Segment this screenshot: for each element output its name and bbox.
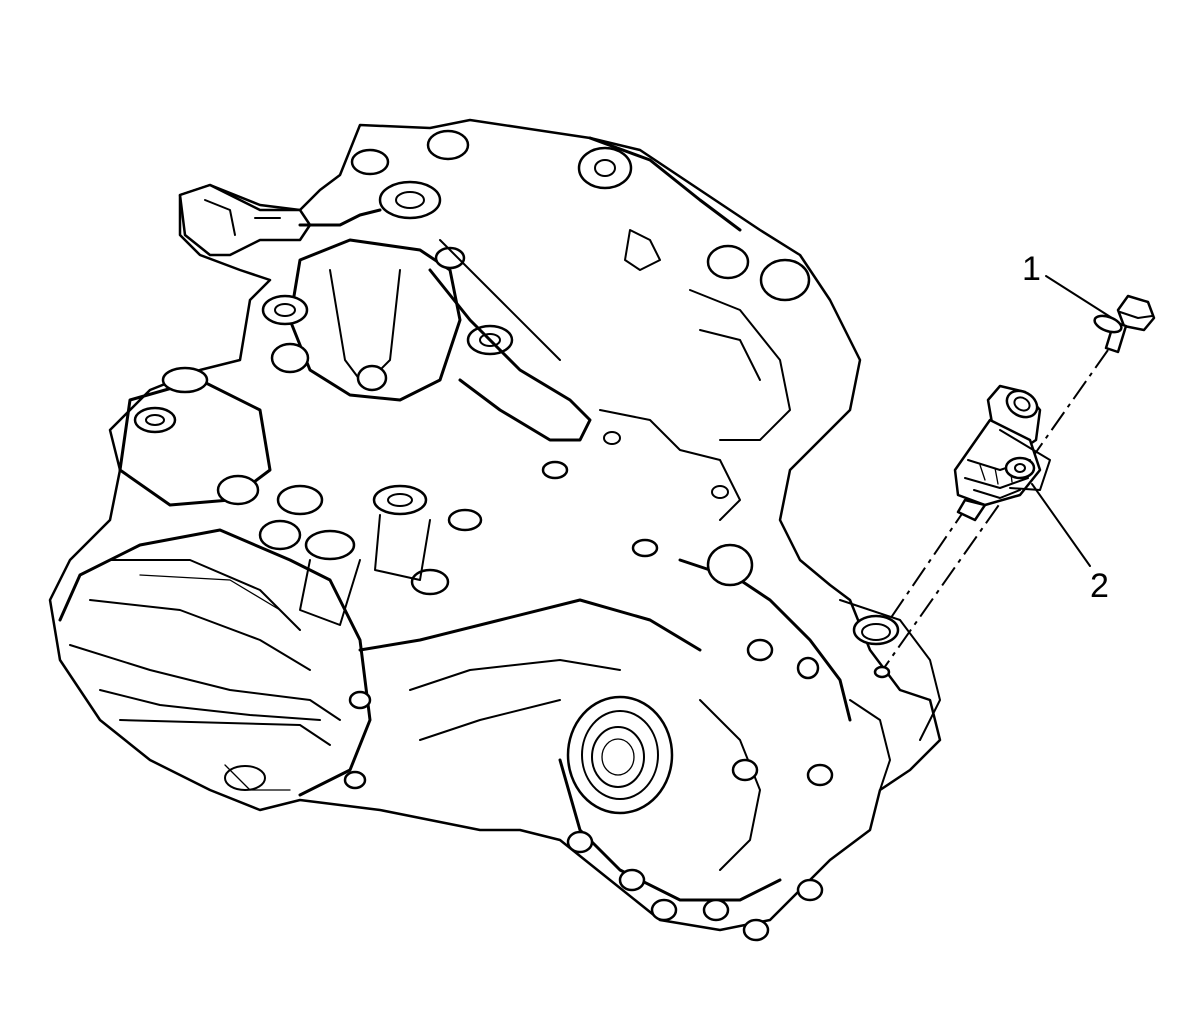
leader-line-1 (1045, 275, 1113, 319)
callout-2: 2 (1090, 567, 1109, 605)
alignment-lines (883, 349, 1109, 669)
transmission-housing (48, 118, 942, 942)
bolt (1093, 294, 1156, 354)
leader-line-2 (1031, 483, 1091, 567)
callout-1: 1 (1022, 250, 1041, 288)
speed-sensor (953, 384, 1051, 522)
